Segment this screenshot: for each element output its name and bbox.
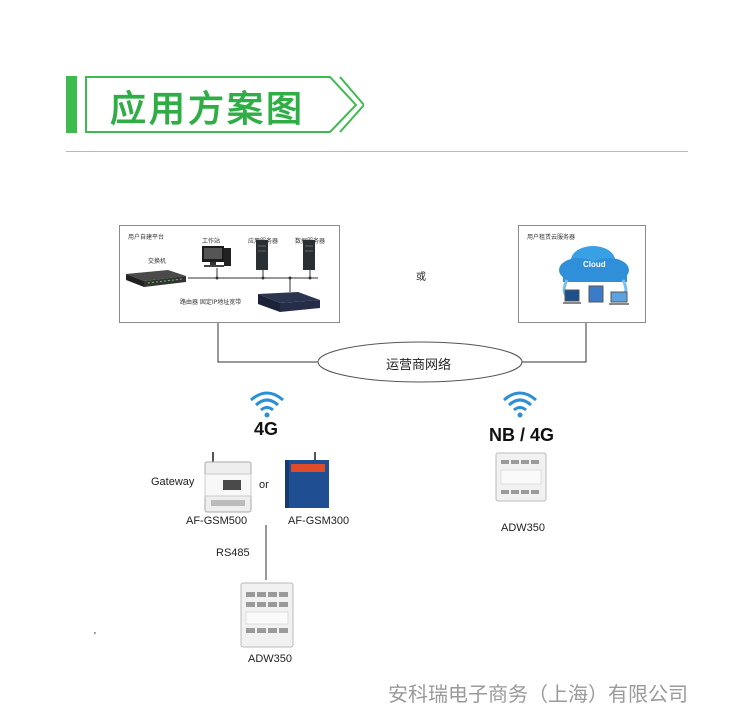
- left-link-tech-label: 4G: [254, 419, 279, 439]
- adw350-bottom-label: ADW350: [248, 653, 293, 665]
- app-server-icon: [256, 240, 268, 270]
- db-server-icon: [303, 240, 315, 270]
- gateway-label: Gateway: [151, 476, 195, 488]
- network-topology-drawing: [126, 240, 320, 312]
- banner-frame: [85, 76, 364, 133]
- switch-label: 交换机: [148, 258, 167, 265]
- carrier-network-ellipse: [317, 341, 523, 383]
- wifi-icon: [503, 391, 537, 418]
- af-gsm500-label: AF-GSM500: [186, 515, 248, 527]
- company-footer: 安科瑞电子商务（上海）有限公司: [388, 682, 688, 706]
- af-gsm300-label: AF-GSM300: [288, 515, 350, 527]
- leased-cloud-server-box: 用户租赁云服务器 Cloud: [518, 225, 646, 323]
- self-built-platform-box: 用户自建平台 工作站 应用服务器 数据服务器 交换机 路由器 固定IP地址宽带: [119, 225, 340, 323]
- af-gsm300-device-image: [285, 452, 329, 508]
- workstation-label: 工作站: [202, 238, 221, 245]
- stray-mark: ': [94, 631, 96, 642]
- cloud-icon: [559, 246, 629, 305]
- cloud-label: Cloud: [583, 260, 606, 269]
- carrier-network-label: 运营商网络: [386, 358, 452, 373]
- wifi-icon: [250, 391, 284, 418]
- af-gsm500-device-image: [204, 452, 252, 513]
- banner-divider: [66, 151, 688, 152]
- self-built-platform-title: 用户自建平台: [128, 234, 165, 241]
- adw350-meter-image: [495, 452, 547, 502]
- cloud-server-title: 用户租赁云服务器: [527, 234, 576, 241]
- adw350-right-label: ADW350: [501, 522, 546, 534]
- adw350-meter-image: [240, 582, 294, 648]
- or-text: or: [259, 479, 269, 491]
- banner-title: 应用方案图: [110, 89, 306, 130]
- banner-accent-bar: [66, 76, 77, 133]
- router-label: 路由器 固定IP地址宽带: [180, 299, 242, 306]
- or-connector-text: 或: [416, 272, 426, 283]
- switch-icon: [126, 270, 186, 287]
- router-icon: [258, 292, 320, 312]
- rs485-label: RS485: [216, 547, 250, 559]
- workstation-icon: [202, 246, 231, 267]
- right-link-tech-label: NB / 4G: [489, 425, 555, 445]
